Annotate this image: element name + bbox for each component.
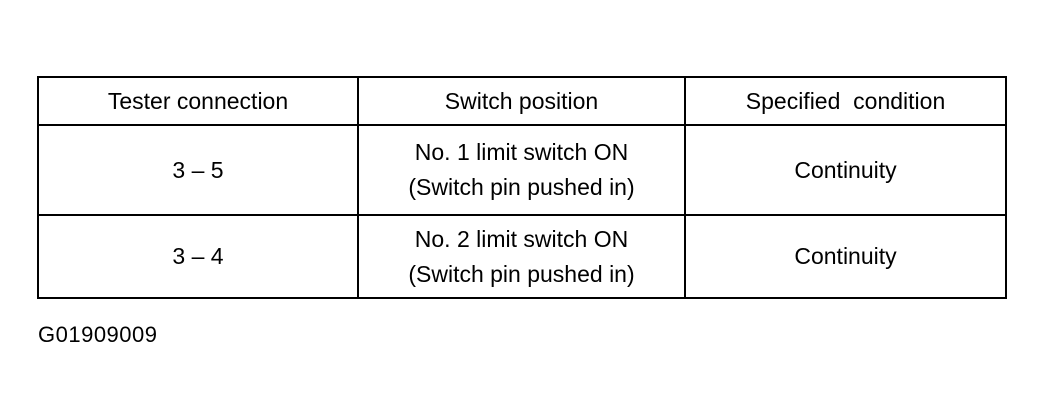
header-row: Tester connection Switch position Specif… <box>37 76 1007 126</box>
inspection-table: Tester connection Switch position Specif… <box>37 76 1007 299</box>
header-tester-connection: Tester connection <box>37 76 359 126</box>
table-row: 3 – 4 No. 2 limit switch ON (Switch pin … <box>37 214 1007 299</box>
cell-switch-position: No. 2 limit switch ON (Switch pin pushed… <box>357 214 686 299</box>
switch-position-line2: (Switch pin pushed in) <box>408 260 635 287</box>
table-row: 3 – 5 No. 1 limit switch ON (Switch pin … <box>37 124 1007 216</box>
cell-tester-connection: 3 – 4 <box>37 214 359 299</box>
header-specified-condition: Specified condition <box>684 76 1007 126</box>
cell-tester-connection: 3 – 5 <box>37 124 359 216</box>
table-header: Tester connection Switch position Specif… <box>37 76 1007 126</box>
table-body: 3 – 5 No. 1 limit switch ON (Switch pin … <box>37 124 1007 299</box>
cell-switch-position: No. 1 limit switch ON (Switch pin pushed… <box>357 124 686 216</box>
figure-id: G01909009 <box>38 322 158 347</box>
switch-position-line1: No. 1 limit switch ON <box>414 139 629 165</box>
cell-specified-condition: Continuity <box>684 214 1007 299</box>
switch-position-line2: (Switch pin pushed in) <box>408 174 635 200</box>
switch-position-line1: No. 2 limit switch ON <box>414 225 629 252</box>
header-switch-position: Switch position <box>357 76 686 126</box>
cell-specified-condition: Continuity <box>684 124 1007 216</box>
